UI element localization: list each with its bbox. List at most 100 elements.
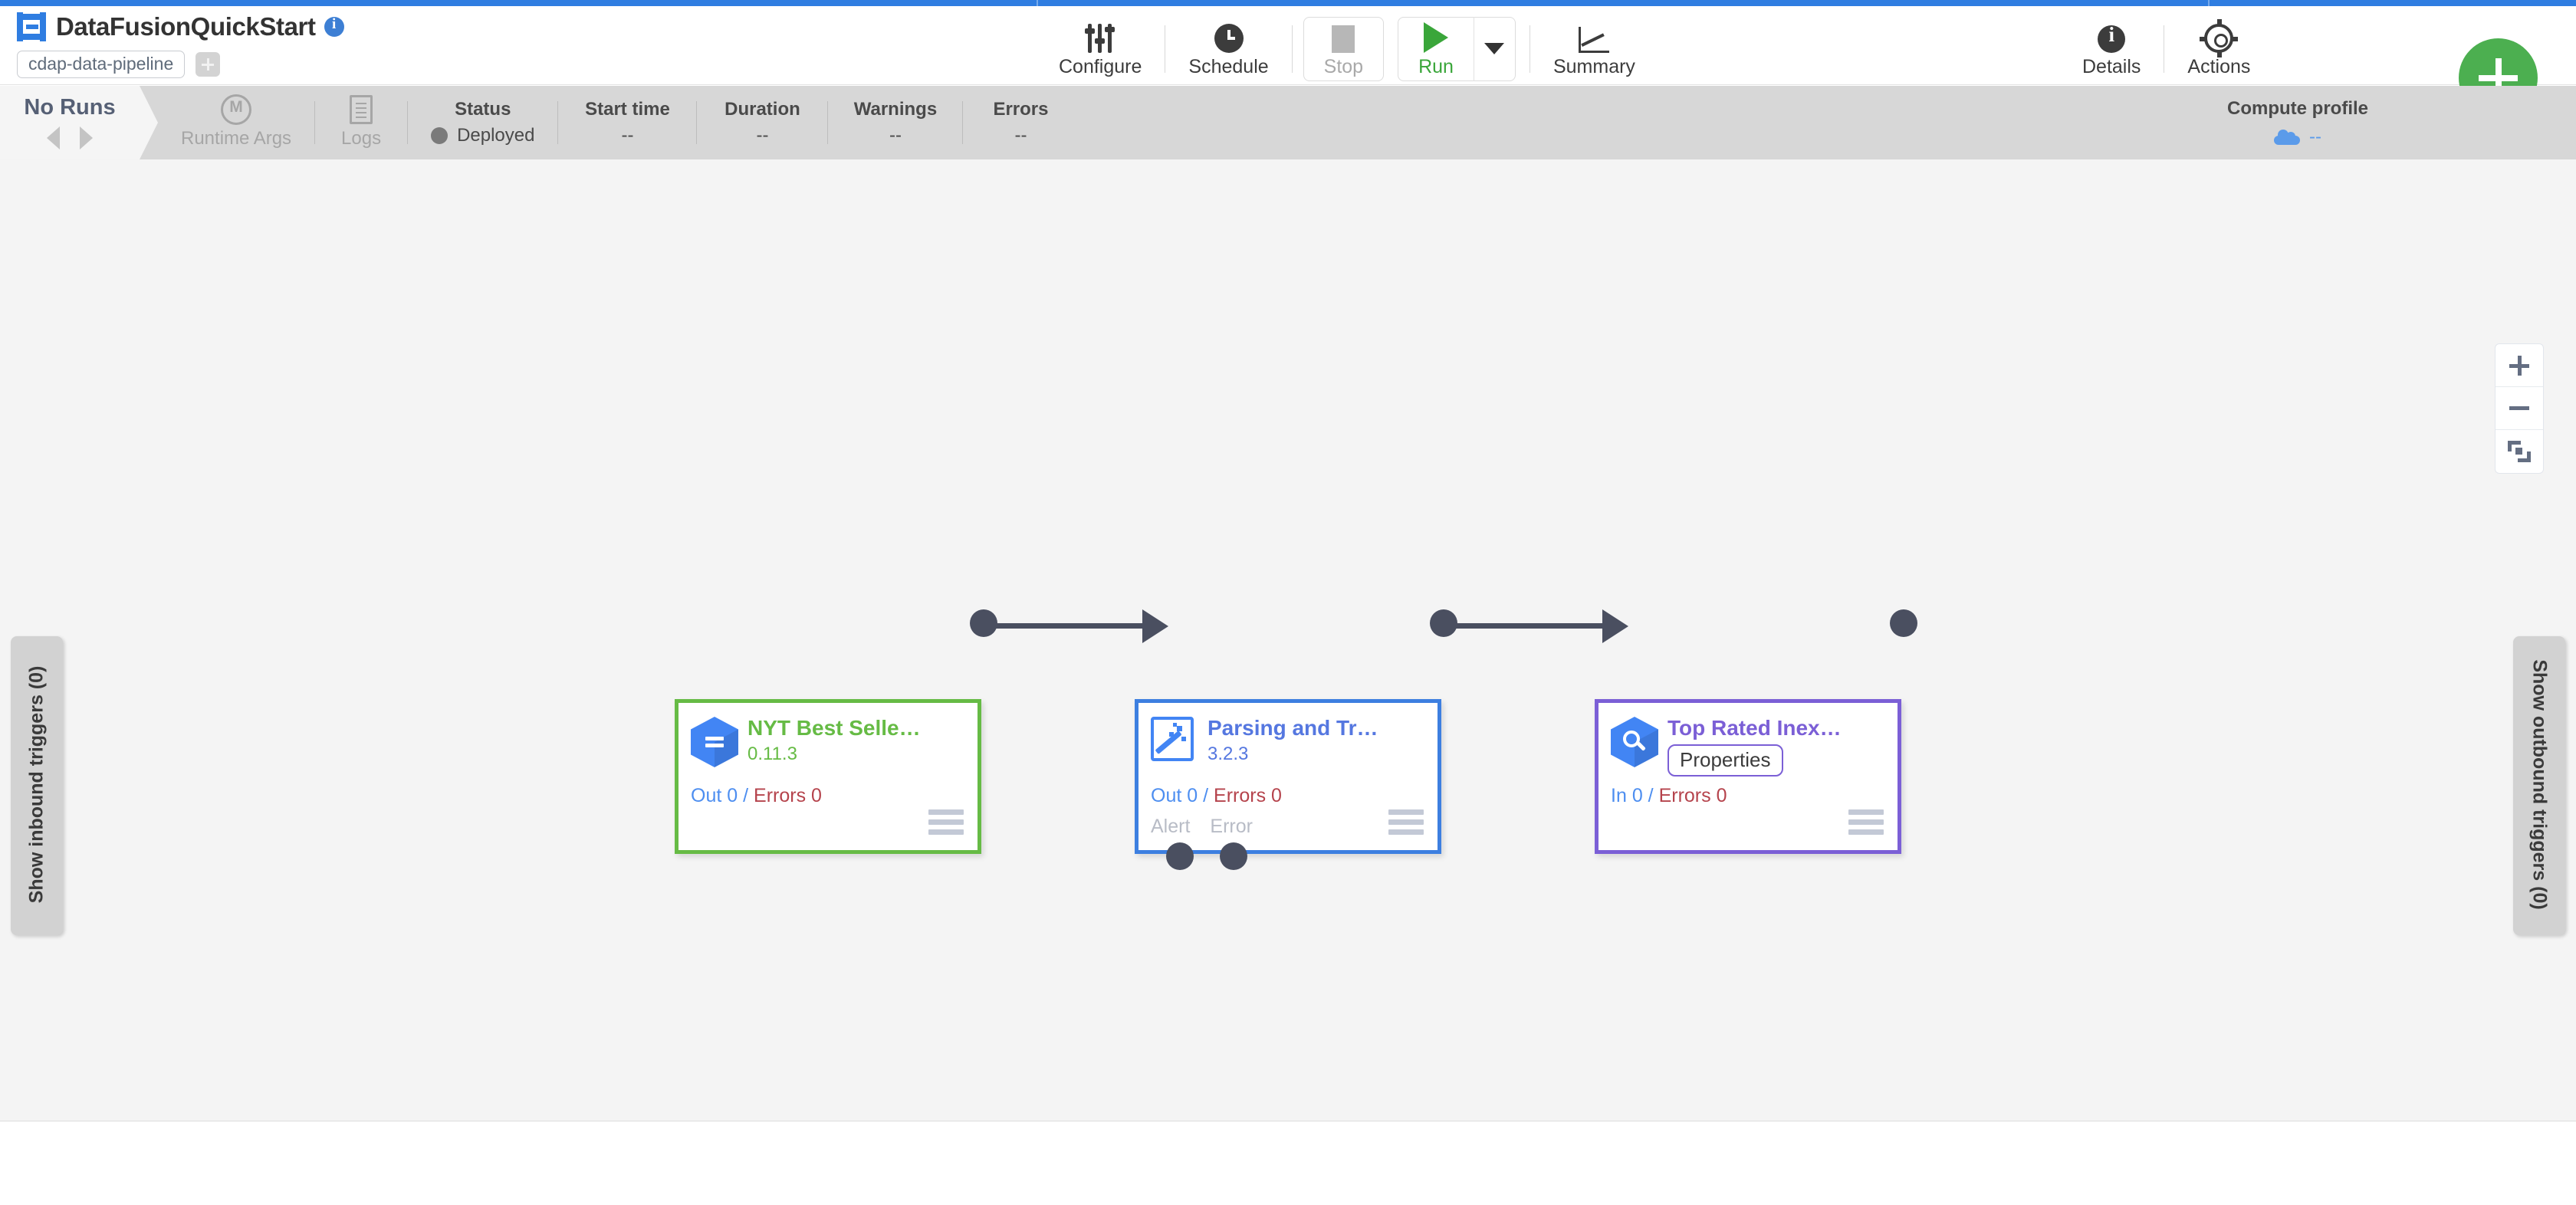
secondary-toolbar: Details Actions (2062, 12, 2270, 85)
logs-label: Logs (341, 128, 382, 149)
triangle-right-icon[interactable] (80, 126, 93, 149)
info-circle-icon (2098, 21, 2126, 53)
artifact-type-pill[interactable]: cdap-data-pipeline (17, 51, 186, 78)
alert-port-label: Alert (1151, 816, 1191, 837)
metric-right-value: 0 (1271, 785, 1282, 806)
brand-area: DataFusionQuickStart (17, 12, 344, 41)
run-status-bar: No Runs Runtime Args Logs Status (0, 86, 2576, 159)
metric-left-label: In (1611, 785, 1627, 806)
details-button[interactable]: Details (2062, 21, 2160, 77)
metric-right-value: 0 (811, 785, 822, 806)
stop-icon (1332, 21, 1355, 53)
divider (962, 101, 964, 144)
schedule-button[interactable]: Schedule (1168, 21, 1288, 77)
schedule-label: Schedule (1188, 56, 1269, 77)
metric-left-label: Out (1151, 785, 1182, 806)
duration-header: Duration (724, 99, 800, 120)
fit-to-screen-icon[interactable] (2496, 430, 2543, 473)
no-runs-label: No Runs (24, 94, 116, 120)
metric-separator: / (743, 785, 749, 806)
metric-right-label: Errors (1658, 785, 1711, 806)
divider (557, 101, 559, 144)
metric-separator: / (1203, 785, 1209, 806)
runtime-args-button[interactable]: Runtime Args (158, 94, 314, 149)
pipeline-canvas[interactable]: Show inbound triggers (0) Show outbound … (0, 159, 2576, 1121)
run-dropdown-button[interactable] (1473, 16, 1515, 81)
divider (827, 101, 829, 144)
summary-label: Summary (1552, 56, 1635, 77)
wrangler-transform-icon (1151, 717, 1198, 767)
browser-chrome-strip (0, 0, 2576, 6)
pipeline-node-source[interactable]: NYT Best Selle… 0.11.3 Out 0 / Errors 0 (675, 699, 981, 854)
cloud-icon (2274, 129, 2300, 145)
hamburger-menu-icon[interactable] (1388, 809, 1424, 835)
metric-left-value: 0 (727, 785, 738, 806)
runtime-args-icon (221, 94, 252, 126)
chevron-down-icon (1484, 43, 1505, 54)
metric-right-label: Errors (754, 785, 807, 806)
errors-header: Errors (993, 99, 1049, 120)
divider (407, 101, 409, 144)
node-name: Top Rated Inex… (1668, 716, 1842, 740)
divider (1291, 25, 1293, 73)
outbound-triggers-toggle[interactable]: Show outbound triggers (0) (2513, 636, 2565, 935)
divider (314, 101, 316, 144)
pipeline-node-sink[interactable]: Top Rated Inex… Properties In 0 / Errors… (1595, 699, 1901, 854)
status-field: Status Deployed (408, 99, 557, 146)
no-runs-pointer (140, 86, 158, 159)
info-icon[interactable] (324, 16, 344, 37)
stop-button[interactable]: Stop (1303, 16, 1385, 81)
plus-icon[interactable] (196, 52, 221, 77)
summary-button[interactable]: Summary (1533, 21, 1655, 77)
start-time-header: Start time (585, 99, 670, 120)
arrowhead-icon (1142, 609, 1168, 643)
run-metrics-row: Runtime Args Logs Status Deployed Start (158, 86, 1078, 159)
run-label: Run (1418, 56, 1454, 77)
metric-right-value: 0 (1716, 785, 1727, 806)
compute-profile-field[interactable]: Compute profile -- (2227, 86, 2368, 159)
no-runs-panel: No Runs (0, 86, 140, 159)
node-output-port-transform[interactable] (1430, 609, 1457, 637)
warnings-field: Warnings -- (828, 99, 962, 146)
run-button[interactable]: Run (1398, 18, 1474, 80)
start-time-value: -- (621, 124, 634, 146)
inbound-triggers-toggle[interactable]: Show inbound triggers (0) (11, 636, 63, 935)
node-version: 3.2.3 (1208, 744, 1249, 765)
properties-tooltip[interactable]: Properties (1668, 744, 1783, 777)
clock-icon (1214, 21, 1244, 53)
status-dot-icon (431, 126, 449, 144)
stop-button-inner[interactable]: Stop (1304, 18, 1383, 80)
duration-value: -- (756, 124, 769, 146)
configure-button[interactable]: Configure (1039, 21, 1162, 77)
node-alert-port-transform[interactable] (1166, 842, 1194, 870)
canvas-zoom-controls (2495, 343, 2544, 474)
zoom-in-icon[interactable] (2496, 344, 2543, 387)
zoom-out-icon[interactable] (2496, 387, 2543, 430)
node-metrics: Out 0 / Errors 0 (1151, 786, 1282, 806)
chart-line-icon (1579, 21, 1610, 53)
errors-value: -- (1014, 124, 1027, 146)
arrowhead-icon (1602, 609, 1628, 643)
node-metrics: Out 0 / Errors 0 (691, 786, 822, 806)
configure-label: Configure (1059, 56, 1142, 77)
node-output-port-sink[interactable] (1890, 609, 1917, 637)
warnings-value: -- (889, 124, 902, 146)
compute-profile-header: Compute profile (2227, 97, 2368, 119)
hamburger-menu-icon[interactable] (928, 809, 964, 835)
node-error-port-transform[interactable] (1220, 842, 1247, 870)
status-badge: Deployed (431, 125, 534, 146)
start-time-field: Start time -- (558, 99, 696, 146)
node-output-port-source[interactable] (970, 609, 997, 637)
triangle-left-icon[interactable] (47, 126, 60, 149)
logs-button[interactable]: Logs (315, 95, 407, 149)
node-port-labels: Alert Error (1151, 816, 1253, 838)
node-name: Parsing and Tr… (1208, 716, 1378, 740)
hamburger-menu-icon[interactable] (1848, 809, 1884, 835)
node-metrics: In 0 / Errors 0 (1611, 786, 1727, 806)
artifact-row: cdap-data-pipeline (17, 51, 221, 78)
pipeline-node-transform[interactable]: Parsing and Tr… 3.2.3 Out 0 / Errors 0 A… (1135, 699, 1441, 854)
actions-button[interactable]: Actions (2167, 19, 2270, 77)
metric-separator: / (1648, 785, 1654, 806)
run-button-group[interactable]: Run (1398, 16, 1516, 81)
